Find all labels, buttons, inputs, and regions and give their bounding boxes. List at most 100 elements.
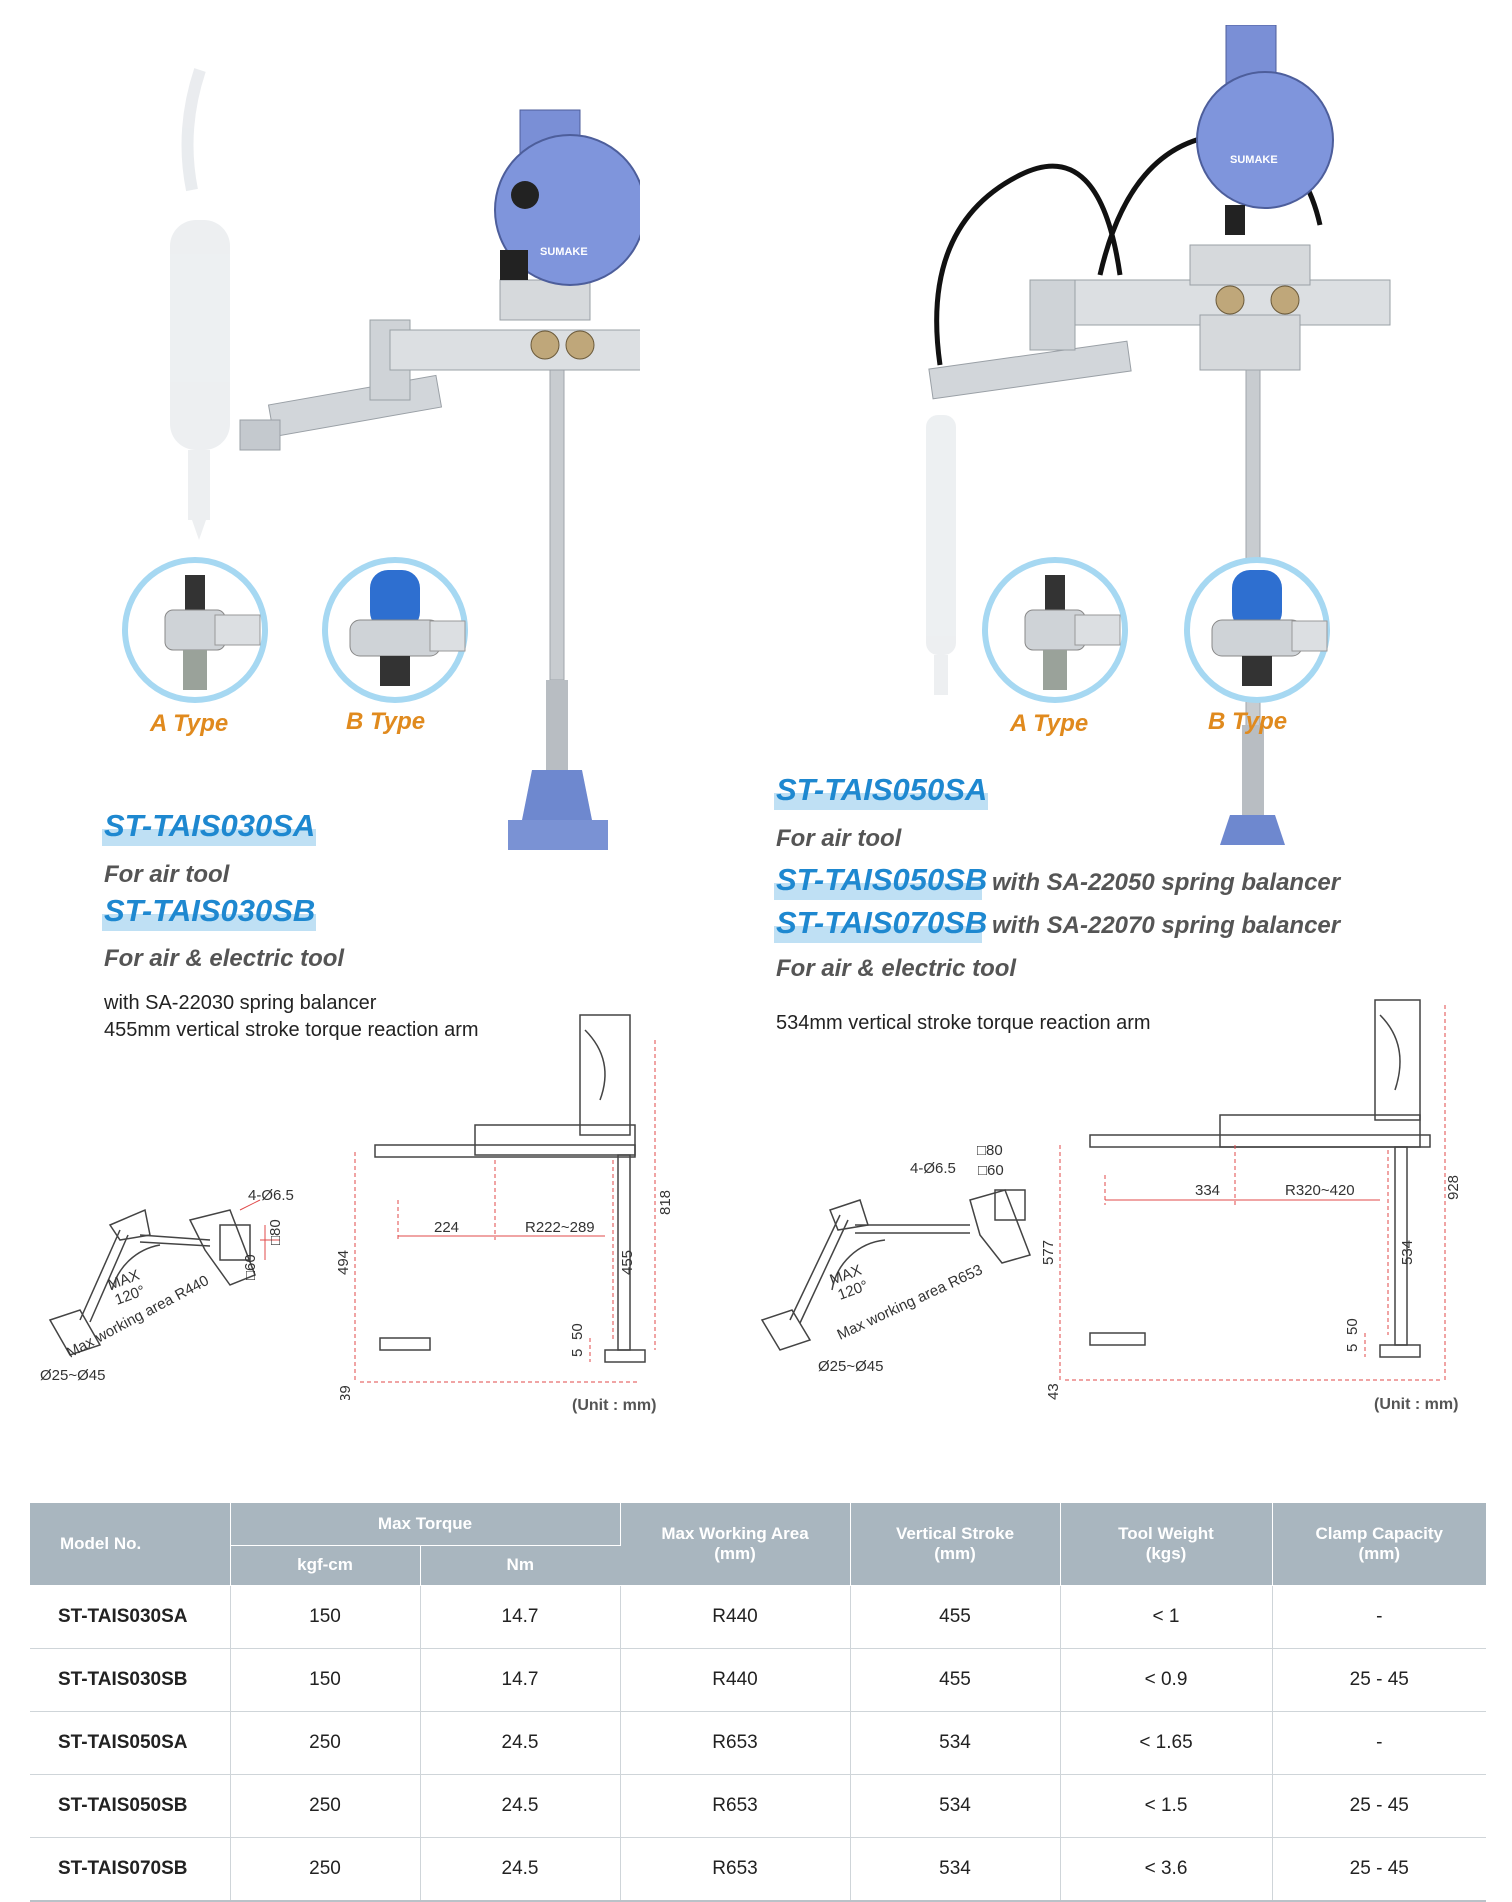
cell-kgf: 250 [230, 1837, 421, 1902]
left-b-type-label: B Type [346, 708, 426, 735]
right-dim-534: 534 [1399, 1240, 1416, 1265]
right-product-illustration: SUMAKE [926, 25, 1391, 845]
cell-kgf: 150 [230, 1648, 421, 1712]
cell-clamp: 25 - 45 [1272, 1648, 1486, 1712]
cell-stroke: 534 [850, 1774, 1061, 1838]
right-model-2: ST-TAIS050SB [774, 862, 987, 900]
left-dim-clamp: Ø25~Ø45 [40, 1367, 105, 1384]
header-kgf-cm: kgf-cm [230, 1545, 421, 1586]
cell-area: R653 [620, 1774, 851, 1838]
cell-weight: < 1.65 [1060, 1711, 1273, 1775]
left-b-type-circle [322, 557, 468, 703]
cell-kgf: 250 [230, 1774, 421, 1838]
right-a-type-label: A Type [1010, 710, 1089, 737]
cell-nm: 24.5 [420, 1837, 621, 1902]
cell-clamp: 25 - 45 [1272, 1837, 1486, 1902]
right-dim-sq60: □60 [978, 1162, 1004, 1179]
left-a-type-circle [122, 557, 268, 703]
right-model-3-with: with SA-22070 spring balancer [992, 912, 1341, 939]
right-dim-577: 577 [1040, 1240, 1057, 1265]
header-clamp-capacity: Clamp Capacity(mm) [1272, 1503, 1486, 1586]
right-desc-line-1: 534mm vertical stroke torque reaction ar… [776, 1012, 1151, 1034]
right-unit-note: (Unit : mm) [1374, 1396, 1459, 1413]
left-dim-5: 5 [569, 1349, 586, 1357]
cell-nm: 14.7 [420, 1585, 621, 1649]
cell-area: R440 [620, 1648, 851, 1712]
spec-table: Model No. Max Torque Max Working Area(mm… [30, 1503, 1486, 1902]
right-brand-logo: SUMAKE [1230, 154, 1278, 166]
right-b-type-label: B Type [1208, 708, 1288, 735]
left-dim-224: 224 [434, 1219, 459, 1236]
cell-area: R440 [620, 1585, 851, 1649]
right-dim-5: 5 [1344, 1344, 1361, 1352]
left-dim-holes: 4-Ø6.5 [248, 1187, 294, 1204]
left-dim-39: 39 [337, 1385, 354, 1400]
cell-stroke: 455 [850, 1648, 1061, 1712]
cell-kgf: 250 [230, 1711, 421, 1775]
cell-weight: < 1 [1060, 1585, 1273, 1649]
left-technical-drawing: 4-Ø6.5 □80 □60 MAX 120° Max working area… [40, 1014, 674, 1400]
left-model-2: ST-TAIS030SB [102, 893, 316, 931]
left-dim-455: 455 [619, 1250, 636, 1275]
right-a-type-circle [982, 557, 1128, 703]
table-row: ST-TAIS050SB 250 24.5 R653 534 < 1.5 25 … [30, 1774, 1486, 1838]
cell-stroke: 534 [850, 1711, 1061, 1775]
cell-clamp: 25 - 45 [1272, 1774, 1486, 1838]
right-model-3-use: For air & electric tool [776, 955, 1017, 982]
cell-kgf: 150 [230, 1585, 421, 1649]
header-working-area: Max Working Area(mm) [620, 1503, 851, 1586]
left-dim-50: 50 [569, 1323, 586, 1340]
left-a-type-label: A Type [150, 710, 229, 737]
right-dim-sq80: □80 [977, 1142, 1003, 1159]
cell-area: R653 [620, 1711, 851, 1775]
table-row: ST-TAIS030SB 150 14.7 R440 455 < 0.9 25 … [30, 1648, 1486, 1712]
header-max-torque: Max Torque [230, 1503, 621, 1546]
right-dim-334: 334 [1195, 1182, 1220, 1199]
right-dim-holes: 4-Ø6.5 [910, 1160, 956, 1177]
cell-nm: 14.7 [420, 1648, 621, 1712]
cell-nm: 24.5 [420, 1711, 621, 1775]
right-ghost-screwdriver [926, 415, 956, 695]
cell-model: ST-TAIS050SB [30, 1774, 231, 1838]
cell-clamp: - [1272, 1585, 1486, 1649]
cell-model: ST-TAIS070SB [30, 1837, 231, 1902]
left-dim-818: 818 [657, 1190, 674, 1215]
cell-stroke: 455 [850, 1585, 1061, 1649]
left-dim-494: 494 [335, 1250, 352, 1275]
left-brand-logo: SUMAKE [540, 246, 588, 258]
header-model: Model No. [30, 1503, 231, 1586]
right-model-1: ST-TAIS050SA [774, 772, 988, 810]
cell-model: ST-TAIS030SA [30, 1585, 231, 1649]
cell-model: ST-TAIS050SA [30, 1711, 231, 1775]
left-dim-sq80: □80 [267, 1219, 284, 1245]
left-model-1: ST-TAIS030SA [102, 808, 316, 846]
header-tool-weight: Tool Weight(kgs) [1060, 1503, 1273, 1586]
cell-weight: < 3.6 [1060, 1837, 1273, 1902]
left-desc-line-2: 455mm vertical stroke torque reaction ar… [104, 1019, 479, 1041]
right-dim-reach: R320~420 [1285, 1182, 1355, 1199]
table-row: ST-TAIS070SB 250 24.5 R653 534 < 3.6 25 … [30, 1837, 1486, 1902]
cell-weight: < 1.5 [1060, 1774, 1273, 1838]
cell-stroke: 534 [850, 1837, 1061, 1902]
right-model-3: ST-TAIS070SB [774, 905, 987, 943]
right-model-1-use: For air tool [776, 825, 902, 852]
header-nm: Nm [420, 1545, 620, 1586]
cell-area: R653 [620, 1837, 851, 1902]
left-desc-line-1: with SA-22030 spring balancer [104, 992, 377, 1014]
left-ghost-screwdriver [170, 68, 230, 540]
left-dim-sq60: □60 [242, 1254, 259, 1280]
left-dim-reach: R222~289 [525, 1219, 595, 1236]
left-model-2-use: For air & electric tool [104, 945, 345, 972]
left-model-1-use: For air tool [104, 861, 230, 888]
right-technical-drawing: 4-Ø6.5 □80 □60 MAX 120° Max working area… [760, 999, 1462, 1400]
table-row: ST-TAIS030SA 150 14.7 R440 455 < 1 - [30, 1585, 1486, 1649]
right-b-type-circle [1184, 557, 1330, 703]
left-unit-note: (Unit : mm) [572, 1397, 657, 1414]
left-product-illustration: SUMAKE [170, 68, 640, 850]
right-dim-clamp: Ø25~Ø45 [818, 1358, 883, 1375]
table-row: ST-TAIS050SA 250 24.5 R653 534 < 1.65 - [30, 1711, 1486, 1775]
cell-weight: < 0.9 [1060, 1648, 1273, 1712]
cell-nm: 24.5 [420, 1774, 621, 1838]
